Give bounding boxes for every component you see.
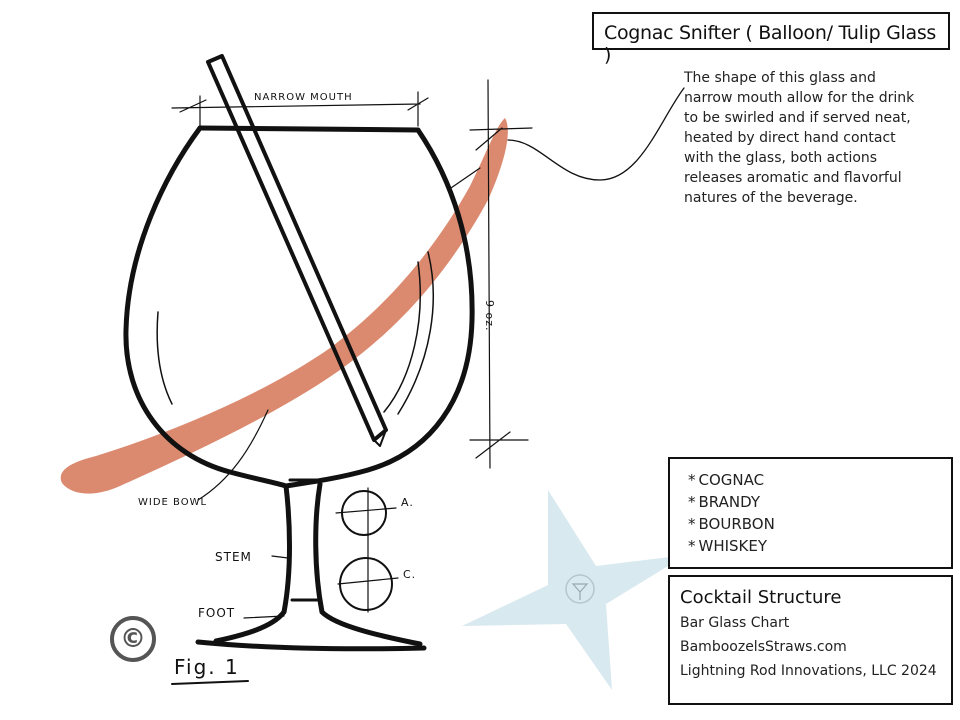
spirit-item: COGNAC xyxy=(688,469,951,491)
description-line: releases aromatic and flavorful xyxy=(684,170,902,186)
volume-dimension-line xyxy=(469,79,533,469)
foot-label: FOOT xyxy=(198,606,236,620)
description-line: to be swirled and if served neat, xyxy=(684,110,911,126)
wide-bowl-label: WIDE BOWL xyxy=(138,497,208,508)
description-text: The shape of this glass and narrow mouth… xyxy=(684,68,946,208)
description-line: natures of the beverage. xyxy=(684,190,858,206)
stem-label: STEM xyxy=(215,550,252,564)
info-heading: Cocktail Structure xyxy=(680,587,842,608)
glass-foot xyxy=(195,639,427,652)
info-website: BamboozelsStraws.com xyxy=(680,639,847,655)
marker-c-label: C. xyxy=(403,568,417,581)
color-brush-stroke xyxy=(60,118,508,494)
page-title: Cognac Snifter ( Balloon/ Tulip Glass ) xyxy=(604,22,937,66)
info-chart-name: Bar Glass Chart xyxy=(680,615,790,631)
description-leader-line xyxy=(507,87,685,181)
bowl-leader-line xyxy=(197,409,269,501)
narrow-mouth-label: NARROW MOUTH xyxy=(254,92,353,103)
glass-rim xyxy=(197,125,421,133)
spirit-item: BOURBON xyxy=(688,513,951,535)
spirits-list-box: COGNAC BRANDY BOURBON WHISKEY xyxy=(668,457,953,569)
spirits-list: COGNAC BRANDY BOURBON WHISKEY xyxy=(670,459,951,557)
copyright-icon: © xyxy=(110,616,156,662)
mouth-dimension-line xyxy=(171,91,429,127)
straw-logo-icon xyxy=(565,574,595,604)
stem-marker-a xyxy=(341,490,387,536)
title-box: Cognac Snifter ( Balloon/ Tulip Glass ) xyxy=(592,12,950,66)
star-shape xyxy=(462,490,686,690)
description-line: heated by direct hand contact xyxy=(684,130,896,146)
glass-stem xyxy=(213,483,292,644)
info-box: Cocktail Structure Bar Glass Chart Bambo… xyxy=(668,575,953,705)
figure-label: Fig. 1 xyxy=(174,655,240,679)
volume-label: 9 oz. xyxy=(483,300,496,332)
spirit-item: BRANDY xyxy=(688,491,951,513)
marker-a-label: A. xyxy=(401,496,414,509)
spirit-item: WHISKEY xyxy=(688,535,951,557)
description-line: narrow mouth allow for the drink xyxy=(684,90,915,106)
stem-marker-c xyxy=(339,557,393,611)
info-copyright-owner: Lightning Rod Innovations, LLC 2024 xyxy=(680,663,937,679)
description-line: The shape of this glass and xyxy=(684,70,876,86)
description-line: with the glass, both actions xyxy=(684,150,878,166)
